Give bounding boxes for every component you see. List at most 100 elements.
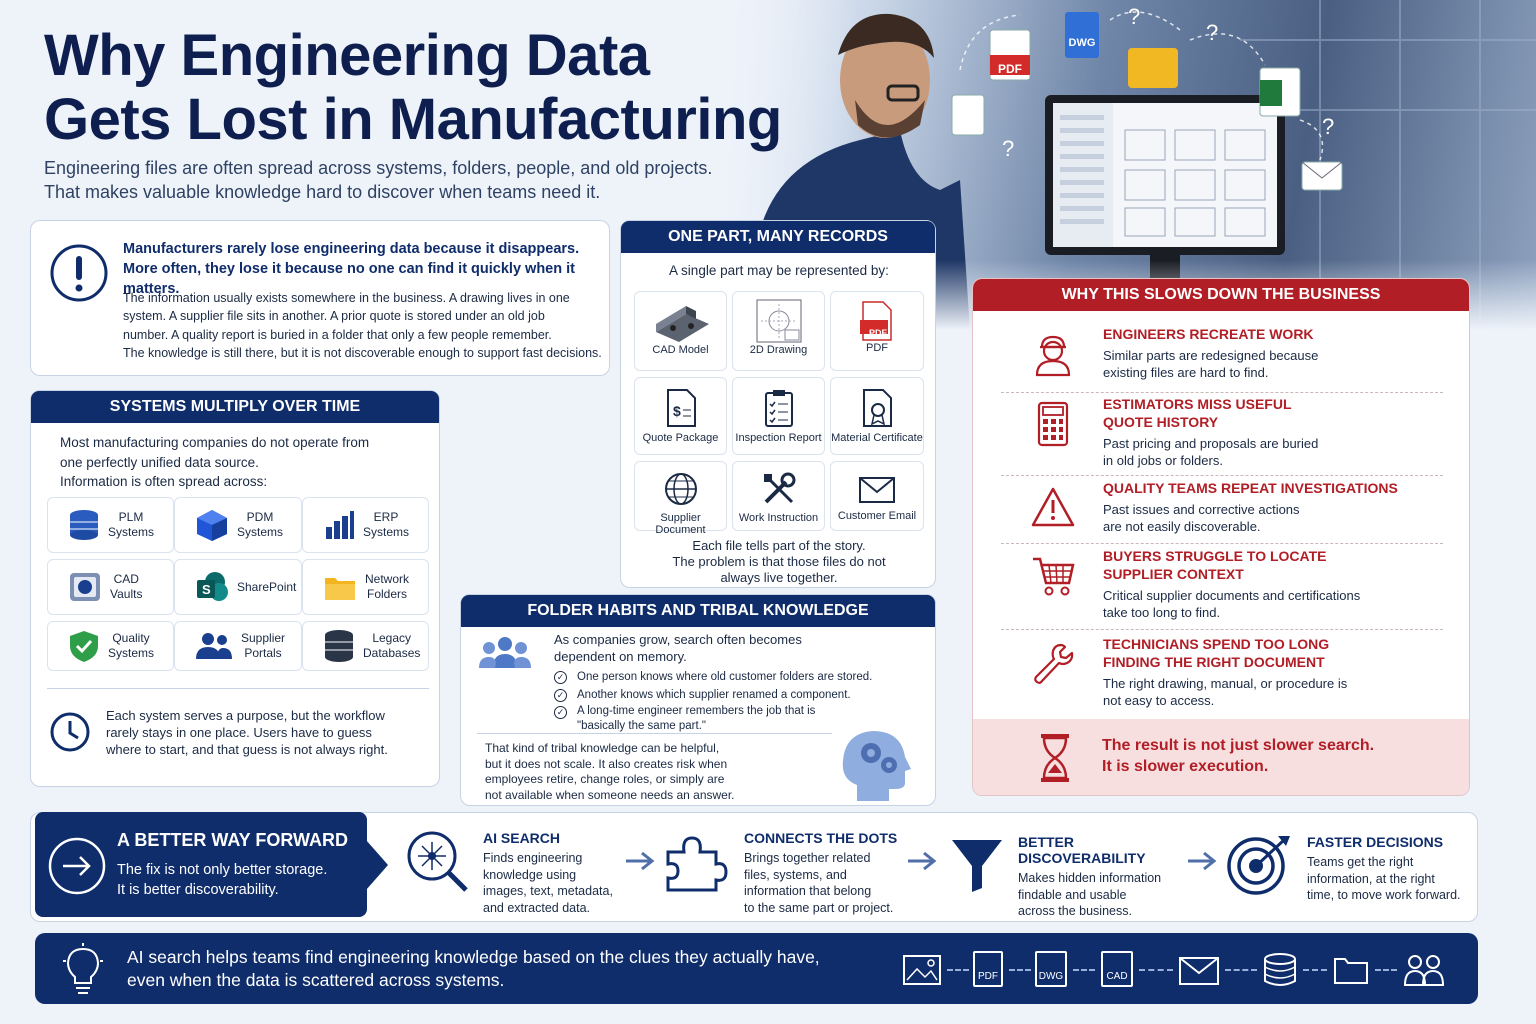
- records-intro: A single part may be represented by:: [669, 263, 889, 278]
- checklist-icon: [764, 390, 793, 427]
- divider: [47, 688, 429, 689]
- record-cad-model: CAD Model: [634, 291, 727, 371]
- pdf-badge: PDF: [869, 328, 887, 338]
- head-gears-icon: [842, 731, 911, 801]
- records-header: ONE PART, MANY RECORDS: [621, 221, 935, 253]
- intro-card: Manufacturers rarely lose engineering da…: [30, 220, 610, 376]
- database-icon: [70, 510, 98, 540]
- tribal-checklist: ✓One person knows where old customer fol…: [554, 669, 872, 734]
- hourglass-icon: [1041, 734, 1069, 782]
- warning-icon: [1031, 487, 1075, 527]
- ai-search-icon: [407, 831, 468, 892]
- target-icon: [1227, 836, 1290, 895]
- pdf-file-icon: PDF: [973, 951, 1003, 987]
- arrow-right-circle-icon: [48, 837, 106, 895]
- divider: [1001, 543, 1443, 544]
- database-stack-icon: [325, 630, 353, 662]
- record-2d-drawing: 2D Drawing: [732, 291, 825, 371]
- check-item: ✓Another knows which supplier renamed a …: [554, 687, 872, 705]
- page-subtitle: Engineering files are often spread acros…: [44, 158, 713, 202]
- forward-title: A BETTER WAY FORWARD: [117, 830, 349, 850]
- folder-icon: [1334, 958, 1368, 984]
- record-work-instruction: Work Instruction: [732, 461, 825, 531]
- users-icon: [196, 633, 232, 659]
- tribal-footer: That kind of tribal knowledge can be hel…: [485, 741, 735, 802]
- step-connects: CONNECTS THE DOTS Brings together relate…: [744, 830, 898, 915]
- cube-icon: [197, 510, 227, 541]
- email-icon: [1179, 957, 1219, 985]
- check-circle-icon: ✓: [554, 706, 567, 719]
- database-icon: [1264, 953, 1296, 986]
- pdf-icon: [860, 301, 892, 341]
- shield-check-icon: [70, 631, 98, 662]
- forward-text: The fix is not only better storage. It i…: [117, 862, 328, 898]
- business-card: WHY THIS SLOWS DOWN THE BUSINESS ENGINEE…: [972, 278, 1470, 796]
- tribal-header: FOLDER HABITS AND TRIBAL KNOWLEDGE: [461, 595, 935, 627]
- exclamation-icon: [50, 244, 108, 302]
- page-title: Why Engineering Data Gets Lost in Manufa…: [44, 23, 782, 152]
- svg-text:S: S: [202, 582, 211, 597]
- cad-bracket-icon: [655, 306, 709, 342]
- divider: [1001, 392, 1443, 393]
- folder-icon: [325, 578, 355, 600]
- record-inspection-report: Inspection Report: [732, 377, 825, 455]
- sharepoint-icon: S: [197, 572, 228, 601]
- tribal-intro: As companies grow, search often becomes …: [554, 632, 802, 664]
- funnel-icon: [952, 840, 1002, 892]
- svg-text:$: $: [673, 403, 681, 419]
- business-header: WHY THIS SLOWS DOWN THE BUSINESS: [973, 279, 1469, 311]
- records-grid: CAD Model 2D Drawing PDF PDF $ Quote Pac…: [634, 291, 924, 536]
- systems-card: SYSTEMS MULTIPLY OVER TIME Most manufact…: [30, 390, 440, 787]
- forward-box: A BETTER WAY FORWARD The fix is not only…: [35, 812, 367, 917]
- check-circle-icon: ✓: [554, 688, 567, 702]
- divider: [477, 733, 832, 734]
- image-icon: [903, 955, 941, 985]
- bar-chart-icon: [326, 511, 354, 539]
- intro-lead: Manufacturers rarely lose engineering da…: [123, 241, 580, 297]
- bottom-text: AI search helps teams find engineering k…: [127, 947, 820, 990]
- system-sharepoint: S SharePoint: [174, 559, 302, 615]
- systems-header: SYSTEMS MULTIPLY OVER TIME: [31, 391, 439, 423]
- dwg-file-icon: DWG: [1035, 951, 1067, 987]
- globe-icon: [664, 473, 697, 505]
- lightbulb-icon: [63, 943, 103, 994]
- data-type-strip: PDF DWG CAD: [903, 951, 1463, 989]
- question-mark-icon: ?: [1322, 114, 1335, 139]
- result-panel: The result is not just slower search. It…: [973, 719, 1469, 795]
- question-mark-icon: ?: [1206, 20, 1219, 45]
- record-pdf: PDF PDF: [830, 291, 924, 371]
- people-icon: [1403, 955, 1445, 986]
- tools-icon: [763, 472, 795, 504]
- arrow-right-icon: [908, 851, 937, 871]
- record-quote-package: $ Quote Package: [634, 377, 727, 455]
- intro-body: The information usually exists somewhere…: [123, 291, 602, 360]
- divider: [1001, 629, 1443, 630]
- cart-icon: [1033, 557, 1075, 596]
- record-supplier-document: Supplier Document: [634, 461, 727, 536]
- tribal-card: FOLDER HABITS AND TRIBAL KNOWLEDGE As co…: [460, 594, 936, 806]
- clock-icon: [50, 712, 90, 752]
- record-customer-email: Customer Email: [830, 461, 924, 531]
- question-mark-icon: ?: [1128, 4, 1141, 29]
- systems-intro: Most manufacturing companies do not oper…: [60, 435, 370, 489]
- cad-file-icon: CAD: [1101, 951, 1133, 987]
- engineer-icon: [1035, 335, 1071, 377]
- check-item: ✓A long-time engineer remembers the job …: [554, 704, 872, 734]
- floating-files: [951, 12, 1343, 191]
- bottom-banner: AI search helps teams find engineering k…: [35, 933, 1478, 1004]
- wrench-icon: [1034, 643, 1074, 684]
- email-icon: [859, 477, 895, 503]
- quote-document-icon: $: [666, 389, 696, 427]
- systems-footer: Each system serves a purpose, but the wo…: [106, 708, 388, 757]
- certificate-icon: [863, 389, 892, 427]
- drawing-icon: [756, 299, 801, 343]
- records-card: ONE PART, MANY RECORDS A single part may…: [620, 220, 936, 588]
